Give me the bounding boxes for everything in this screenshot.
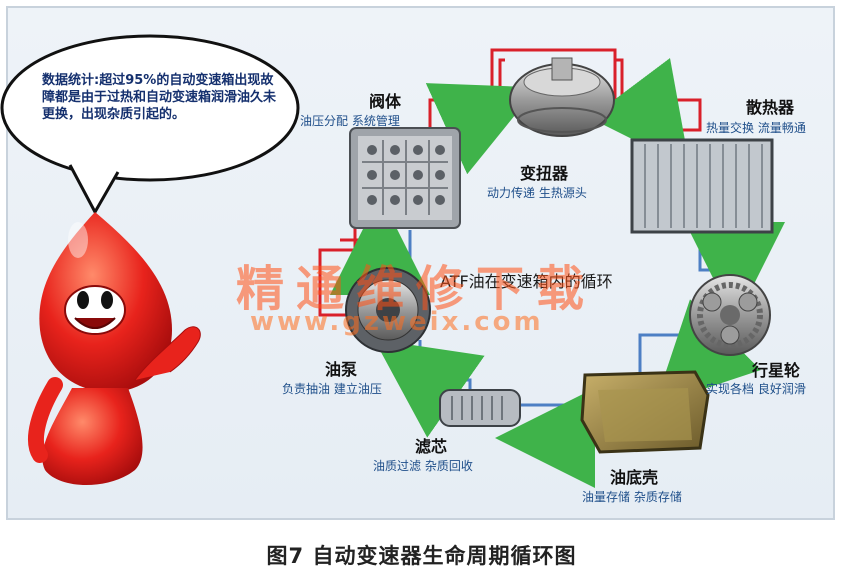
torque-converter-desc: 动力传递 生热源头	[487, 186, 587, 200]
radiator-desc: 热量交换 流量畅通	[706, 121, 806, 135]
torque-converter-title: 变扭器	[520, 164, 569, 183]
oil-pump-desc: 负责抽油 建立油压	[282, 382, 382, 396]
planetary-gear-desc: 实现各档 良好润滑	[706, 382, 806, 396]
oil-pump-title: 油泵	[325, 360, 358, 379]
center-cycle-label: ATF油在变速箱内的循环	[440, 272, 613, 291]
filter-image	[439, 389, 521, 427]
bubble-text: 数据统计:超过95%的自动变速箱出现故障都是由于过热和自动变速箱润滑油久未更换，…	[42, 73, 277, 122]
oil-pan-image	[580, 370, 710, 454]
valve-body-desc: 油压分配 系统管理	[300, 114, 400, 128]
filter-title: 滤芯	[415, 437, 448, 456]
oil-pump-image	[345, 267, 431, 353]
mascot-left-eye	[77, 291, 89, 309]
oil-pan-desc: 油量存储 杂质存储	[582, 490, 682, 504]
valve-body-image	[349, 127, 461, 229]
watermark-cn: 精通维修下载	[236, 261, 597, 317]
valve-body-title: 阀体	[369, 92, 402, 111]
oil-pan-title: 油底壳	[610, 468, 659, 487]
arrow-converter-to-radiator	[589, 57, 691, 168]
radiator-image	[630, 138, 774, 234]
planetary-gear-image	[689, 274, 771, 356]
speech-bubble	[0, 34, 300, 216]
filter-desc: 油质过滤 杂质回收	[373, 459, 473, 473]
watermark-url: www.gzweix.com	[250, 307, 544, 337]
planetary-gear-title: 行星轮	[752, 361, 801, 380]
radiator-title: 散热器	[746, 98, 795, 117]
figure-caption: 图7 自动变速器生命周期循环图	[266, 544, 577, 568]
arrow-radiator-to-planetary	[684, 221, 785, 322]
oil-drop-mascot	[28, 212, 201, 485]
torque-converter-image	[509, 57, 615, 137]
mascot-right-eye	[101, 291, 113, 309]
arrow-filter-to-pump	[374, 339, 485, 438]
mascot-mouth	[74, 317, 116, 329]
